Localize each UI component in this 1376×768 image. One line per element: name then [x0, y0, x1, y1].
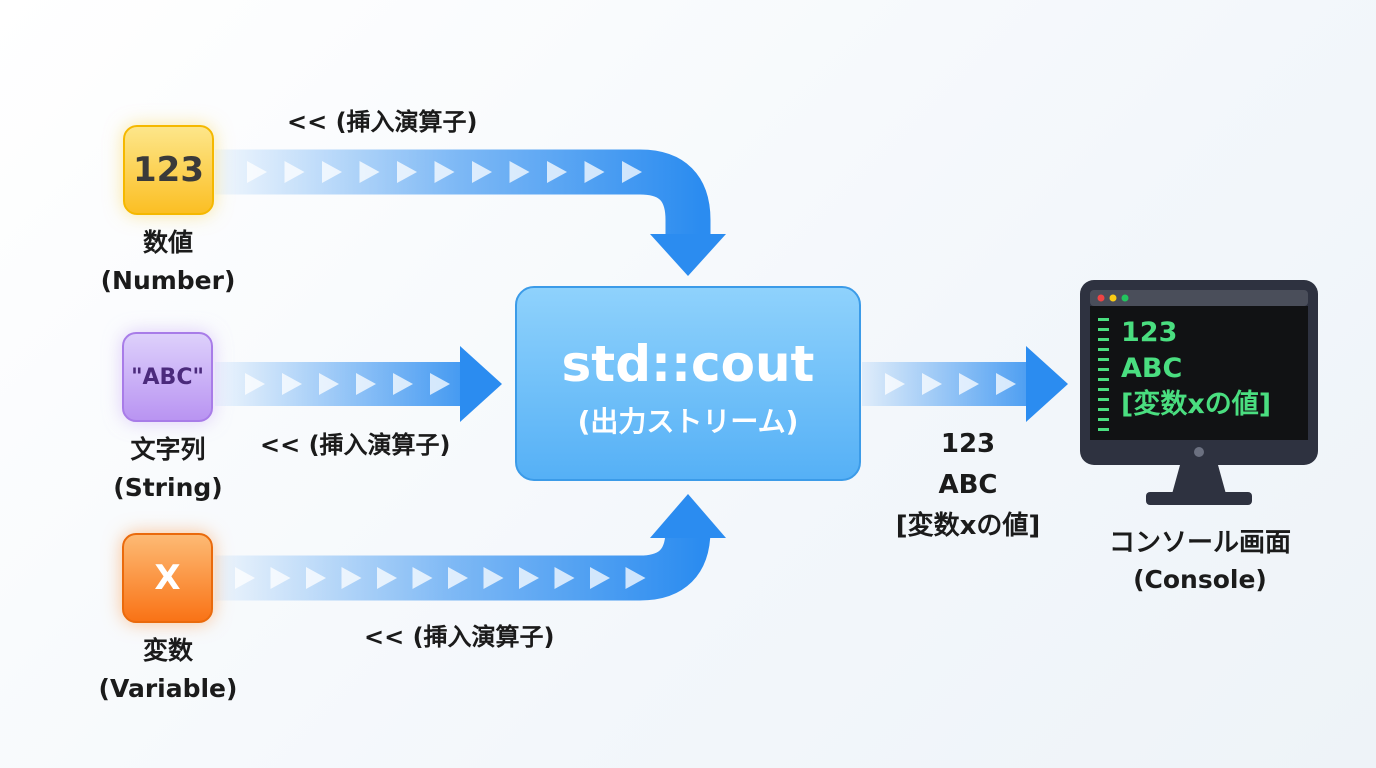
chevron-icon	[235, 567, 255, 589]
chevron-icon	[959, 373, 979, 395]
variable-source-box: X	[122, 533, 213, 623]
chevron-icon	[284, 161, 305, 183]
chevron-icon	[377, 567, 397, 589]
arrow-number	[215, 149, 726, 276]
chevron-icon	[554, 567, 575, 589]
output-line: 123	[940, 429, 996, 459]
console-line: ABC	[1121, 353, 1183, 384]
console-line: 123	[1121, 317, 1178, 348]
string-label: 文字列	[130, 435, 206, 464]
chevron-icon	[472, 161, 492, 183]
chevron-icon	[412, 567, 433, 589]
output-values: 123 ABC [変数xの値]	[868, 424, 1068, 547]
chevron-icon	[319, 373, 339, 395]
chevron-icon	[306, 567, 326, 589]
chevron-icon	[625, 567, 646, 589]
chevron-icon	[483, 567, 504, 589]
chevron-icon	[397, 161, 417, 183]
arrow-variable	[215, 494, 726, 601]
console-line: [変数xの値]	[1121, 389, 1272, 420]
operator-label-string: << (挿入演算子)	[260, 431, 451, 459]
variable-sublabel: (Variable)	[98, 674, 238, 703]
operator-label-number: << (挿入演算子)	[287, 108, 478, 136]
console-label: コンソール画面	[1108, 528, 1291, 558]
chevron-icon	[430, 373, 450, 395]
string-value: "ABC"	[131, 364, 204, 390]
chevron-icon	[590, 567, 610, 589]
output-line: [変数xの値]	[895, 511, 1041, 541]
number-value: 123	[133, 150, 204, 190]
chevron-icon	[584, 161, 605, 183]
chevron-icon	[356, 373, 376, 395]
output-line: ABC	[938, 470, 998, 500]
chevron-icon	[519, 567, 539, 589]
string-sublabel: (String)	[113, 473, 223, 502]
chevron-icon	[359, 161, 380, 183]
chevron-icon	[509, 161, 530, 183]
console-output: 123 ABC [変数xの値]	[1121, 315, 1271, 423]
chevron-icon	[547, 161, 567, 183]
stream-subtitle: (出力ストリーム)	[577, 405, 799, 438]
chevron-icon	[270, 567, 291, 589]
stream-title: std::cout	[561, 335, 815, 393]
chevron-icon	[282, 373, 302, 395]
chevron-icon	[322, 161, 342, 183]
chevron-icon	[448, 567, 468, 589]
chevron-icon	[245, 373, 265, 395]
chevron-icon	[247, 161, 267, 183]
chevron-icon	[434, 161, 455, 183]
number-sublabel: (Number)	[100, 266, 236, 295]
chevron-icon	[885, 373, 905, 395]
operator-label-variable: << (挿入演算子)	[364, 623, 555, 651]
chevron-icon	[341, 567, 362, 589]
stream-box	[515, 286, 861, 481]
number-source-box: 123	[123, 125, 214, 215]
variable-value: X	[154, 558, 181, 598]
console-sublabel: (Console)	[1133, 565, 1267, 594]
chevron-icon	[996, 373, 1016, 395]
monitor	[1080, 280, 1318, 505]
chevron-icon	[922, 373, 942, 395]
string-source-box: "ABC"	[122, 332, 213, 422]
number-label: 数値	[142, 228, 193, 257]
chevron-icon	[393, 373, 413, 395]
variable-label: 変数	[142, 636, 193, 665]
chevron-icon	[622, 161, 642, 183]
